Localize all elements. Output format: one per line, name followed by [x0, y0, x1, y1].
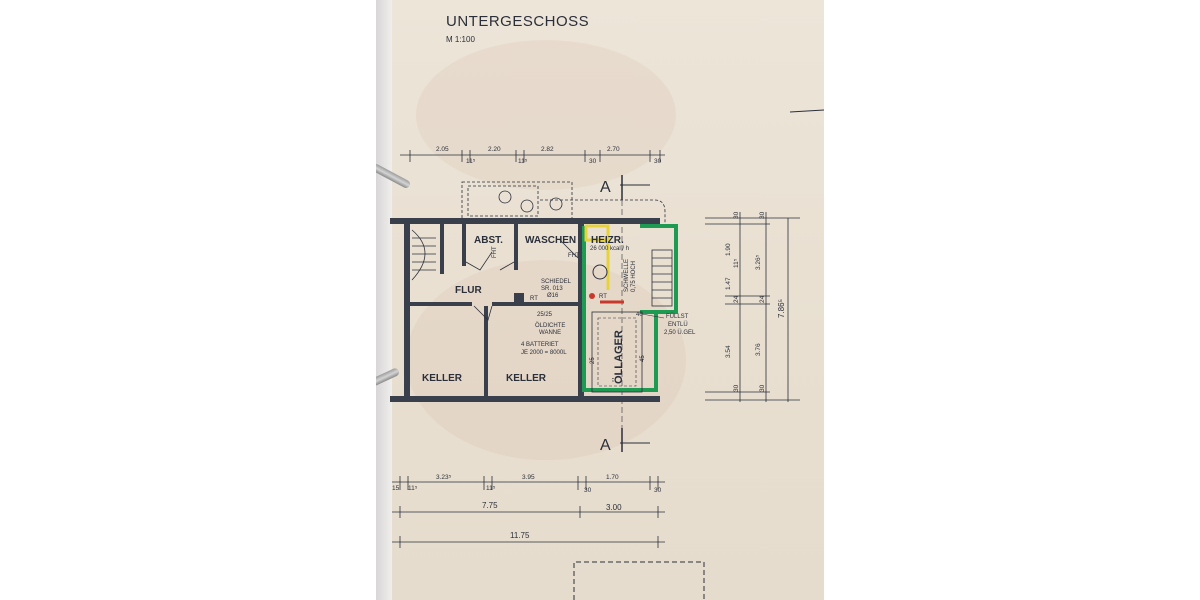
dim-top: 11⁵: [466, 158, 476, 165]
room-label-keller-1: KELLER: [422, 373, 463, 384]
room-label-abst: ABST.: [474, 235, 503, 246]
dim-right-1: 24: [733, 295, 740, 303]
dim-right-1: 1.47: [725, 277, 732, 290]
dim-top: 2.20: [488, 146, 501, 153]
right-dimension-chain: [705, 212, 800, 402]
vent-pipe: [641, 313, 665, 319]
binder-strip: [376, 0, 392, 600]
plan-sheet: [376, 0, 824, 600]
dim-bottom-1: 11⁵: [408, 485, 418, 492]
top-dimension-chain: [400, 150, 665, 162]
dim-top: 2.82: [541, 146, 554, 153]
dim-top: 30: [654, 158, 662, 165]
note-rt: RT: [599, 294, 607, 300]
dim-bottom-1: 30: [584, 487, 592, 494]
door-swings: [465, 239, 579, 321]
dim-right-1: 11⁵: [733, 258, 740, 268]
note-oeldicht: WANNE: [539, 330, 561, 336]
dim-top: 2.05: [436, 146, 449, 153]
dim-bottom-3: 11.75: [510, 531, 530, 540]
dim-right-2: 3.26⁵: [755, 254, 762, 270]
oil-tank-inner: [597, 317, 637, 387]
note-value: 40: [636, 312, 643, 318]
stairs-left: [411, 229, 436, 281]
note-fht: FHT: [568, 253, 580, 259]
note-fullst: ENTLÜ: [668, 321, 688, 328]
note-schwelle: 0,75 HOCH: [631, 261, 637, 292]
next-drawing-outline: [573, 561, 705, 600]
dim-right-1: 30: [733, 384, 740, 392]
room-label-flur: FLUR: [455, 285, 482, 296]
note-fullst: 2,50 Ü.GEL: [664, 329, 696, 336]
stairs-right: [651, 249, 673, 307]
note-value: 45: [640, 355, 646, 362]
dim-right-3: 7.86⁵: [777, 299, 786, 318]
dim-right-1: 1.90: [725, 243, 732, 256]
dim-right-2: 24: [759, 295, 766, 303]
note-value: 25: [590, 357, 596, 364]
boiler-symbol: [592, 264, 608, 280]
note-schiedel: SCHIEDEL: [541, 279, 572, 285]
note-rt: RT: [530, 296, 538, 302]
highlight-green: [582, 224, 678, 392]
room-label-oellager: ÖLLAGER: [612, 330, 625, 384]
dim-right-1: 3.54: [725, 345, 732, 358]
note-heating-output: 26 000 kcal / h: [590, 246, 629, 252]
fitting-symbol: [589, 293, 595, 299]
bottom-dimension-chain: [392, 476, 665, 548]
dim-right-2: 30: [759, 384, 766, 392]
note-batterie: JE 2000 = 8000L: [521, 350, 567, 356]
section-mark-bottom: A: [600, 437, 611, 454]
dim-bottom-1: 3.23⁵: [436, 474, 452, 481]
room-label-waschen: WASCHEN: [525, 235, 576, 246]
plan-title: UNTERGESCHOSS: [446, 13, 589, 30]
note-oeldicht: ÖLDICHTE: [535, 322, 565, 329]
dim-bottom-1: 30: [654, 487, 662, 494]
chimney-shaft: [514, 293, 524, 303]
sink-fixture: [498, 190, 512, 204]
room-label-heizr: HEIZR.: [591, 235, 624, 246]
dim-top: 2.70: [607, 146, 620, 153]
sink-fixture: [520, 199, 534, 213]
dim-right-2: 30: [759, 211, 766, 219]
note-fht: FHT: [492, 246, 498, 258]
room-label-keller-2: KELLER: [506, 373, 547, 384]
dim-top: 11⁵: [518, 158, 528, 165]
dim-top: 30: [589, 158, 597, 165]
dim-bottom-1: 15: [392, 485, 400, 492]
note-schwelle: SCHWELLE: [624, 259, 630, 292]
dim-bottom-2: 3.00: [606, 503, 622, 512]
note-fullst: FÜLLST: [666, 313, 689, 320]
dim-bottom-1: 1.70: [606, 474, 619, 481]
note-batterie: 4 BATTERIET: [521, 342, 559, 348]
dim-bottom-2: 7.75: [482, 501, 498, 510]
washer-fixture: [549, 197, 563, 211]
dim-bottom-1: 3.95: [522, 474, 535, 481]
note-schiedel: SR. 013: [541, 286, 563, 292]
plan-scale: M 1:100: [446, 35, 475, 44]
dim-bottom-1: 11⁵: [486, 485, 496, 492]
dim-right-2: 3.76: [755, 343, 762, 356]
note-shaft-size: 25/25: [537, 312, 553, 318]
highlight-yellow: [584, 224, 610, 242]
note-schiedel: Ø16: [547, 293, 559, 299]
section-mark-top: A: [600, 179, 611, 196]
walls: [390, 218, 660, 402]
margin-mark: [789, 109, 825, 113]
oil-tank-outline: [591, 311, 643, 393]
dim-right-1: 30: [733, 211, 740, 219]
